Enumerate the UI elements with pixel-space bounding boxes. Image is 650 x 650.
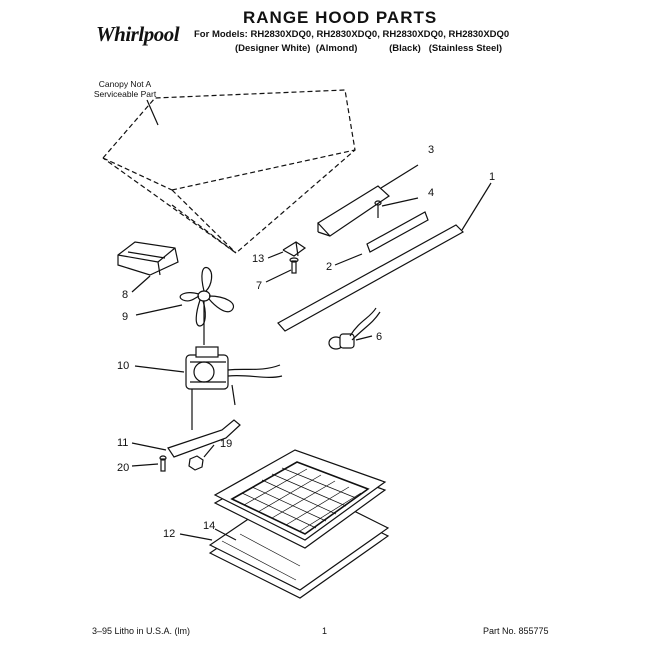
- canopy-outline: [102, 89, 356, 254]
- model-list: For Models: RH2830XDQ0, RH2830XDQ0, RH28…: [194, 29, 510, 40]
- callout-10: 10: [117, 360, 129, 372]
- filter-mesh: [221, 467, 362, 581]
- canopy-note: Canopy Not A Serviceable Part: [73, 79, 177, 99]
- part-20-bolt: [159, 455, 167, 472]
- part-1-trim: [277, 224, 464, 332]
- part-8-lens: [117, 241, 179, 276]
- part-11-bracket: [167, 419, 241, 458]
- callout-13: 13: [252, 253, 264, 265]
- callout-8: 8: [122, 289, 128, 301]
- callout-9: 9: [122, 311, 128, 323]
- footer-litho: 3–95 Litho in U.S.A. (lm): [92, 626, 191, 636]
- callout-6: 6: [376, 331, 382, 343]
- part-6-socket: [328, 307, 381, 350]
- part-14-filter-upper: [213, 449, 387, 549]
- callout-19: 19: [220, 438, 232, 450]
- part-10-motor: [185, 346, 283, 430]
- canopy-note-line2: Serviceable Part: [93, 89, 157, 99]
- part-2-strip: [366, 211, 429, 253]
- callout-7: 7: [256, 280, 262, 292]
- footer-page-number: 1: [322, 626, 328, 636]
- page-title: RANGE HOOD PARTS: [243, 8, 438, 27]
- part-13-bracket: [282, 241, 307, 257]
- canopy-note-line1: Canopy Not A: [98, 79, 152, 89]
- callout-2: 2: [326, 261, 332, 273]
- part-3-rail: [317, 185, 390, 237]
- callout-12: 12: [163, 528, 175, 540]
- part-7-screw: [289, 257, 299, 274]
- callout-1: 1: [489, 171, 495, 183]
- callout-3: 3: [428, 144, 434, 156]
- callout-4: 4: [428, 187, 434, 199]
- callout-11: 11: [117, 437, 128, 449]
- footer-part-number: Part No. 855775: [483, 626, 549, 636]
- part-4-screw: [374, 200, 382, 218]
- part-9-fan-blade: [179, 266, 234, 345]
- part-19-nut: [188, 455, 204, 471]
- color-list: (Designer White) (Almond) (Black) (Stain…: [235, 43, 503, 54]
- callout-14: 14: [203, 520, 215, 532]
- callout-20: 20: [117, 462, 129, 474]
- whirlpool-logo: Whirlpool: [96, 22, 180, 46]
